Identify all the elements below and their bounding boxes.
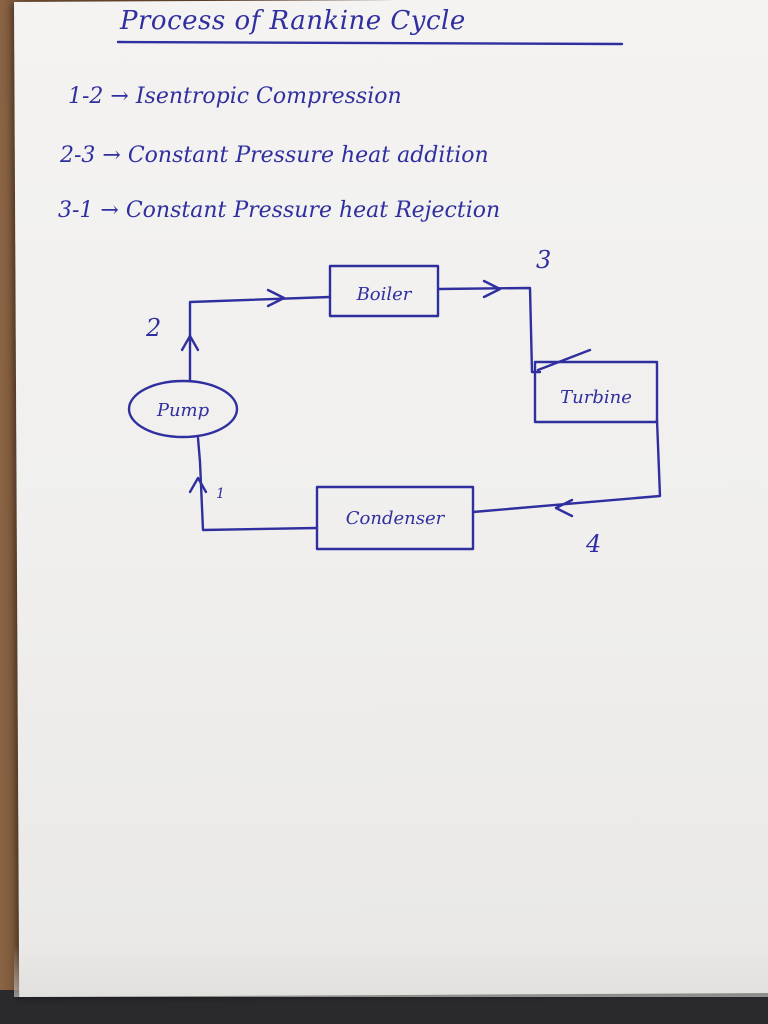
arrow-right-to-boiler [266,288,286,308]
state-point-3: 3 [536,246,551,274]
line-pump-to-boiler [188,295,332,382]
state-point-1: 1 [216,486,225,502]
state-point-2: 2 [145,314,161,342]
line-boiler-to-turbine [436,286,542,374]
arrow-right-from-boiler [482,279,502,299]
turbine-label: Turbine [560,387,632,408]
line-turbine-to-condenser [471,418,662,514]
condenser-label: Condenser [346,508,446,529]
boiler-box [328,264,440,318]
pump-label: Pump [156,400,210,421]
process-line-3-1: 3-1 → Constant Pressure heat Rejection [58,198,501,223]
process-line-1-2: 1-2 → Isentropic Compression [68,84,402,109]
page-title: Process of Rankine Cycle [120,6,466,36]
state-point-4: 4 [585,530,601,558]
process-line-2-3: 2-3 → Constant Pressure heat addition [60,143,489,168]
condenser-box [315,485,475,551]
arrow-up-pump-outlet [180,334,200,352]
boiler-label: Boiler [356,284,413,305]
arrow-up-pump-inlet [188,476,208,494]
arrow-left-to-condenser [554,498,574,518]
turbine-box [533,360,659,424]
line-condenser-to-pump [196,436,319,532]
pump-ellipse [127,379,239,439]
turbine-inlet-stroke [536,348,592,372]
title-underline [116,40,624,46]
paper-fold-shadow [14,945,768,997]
